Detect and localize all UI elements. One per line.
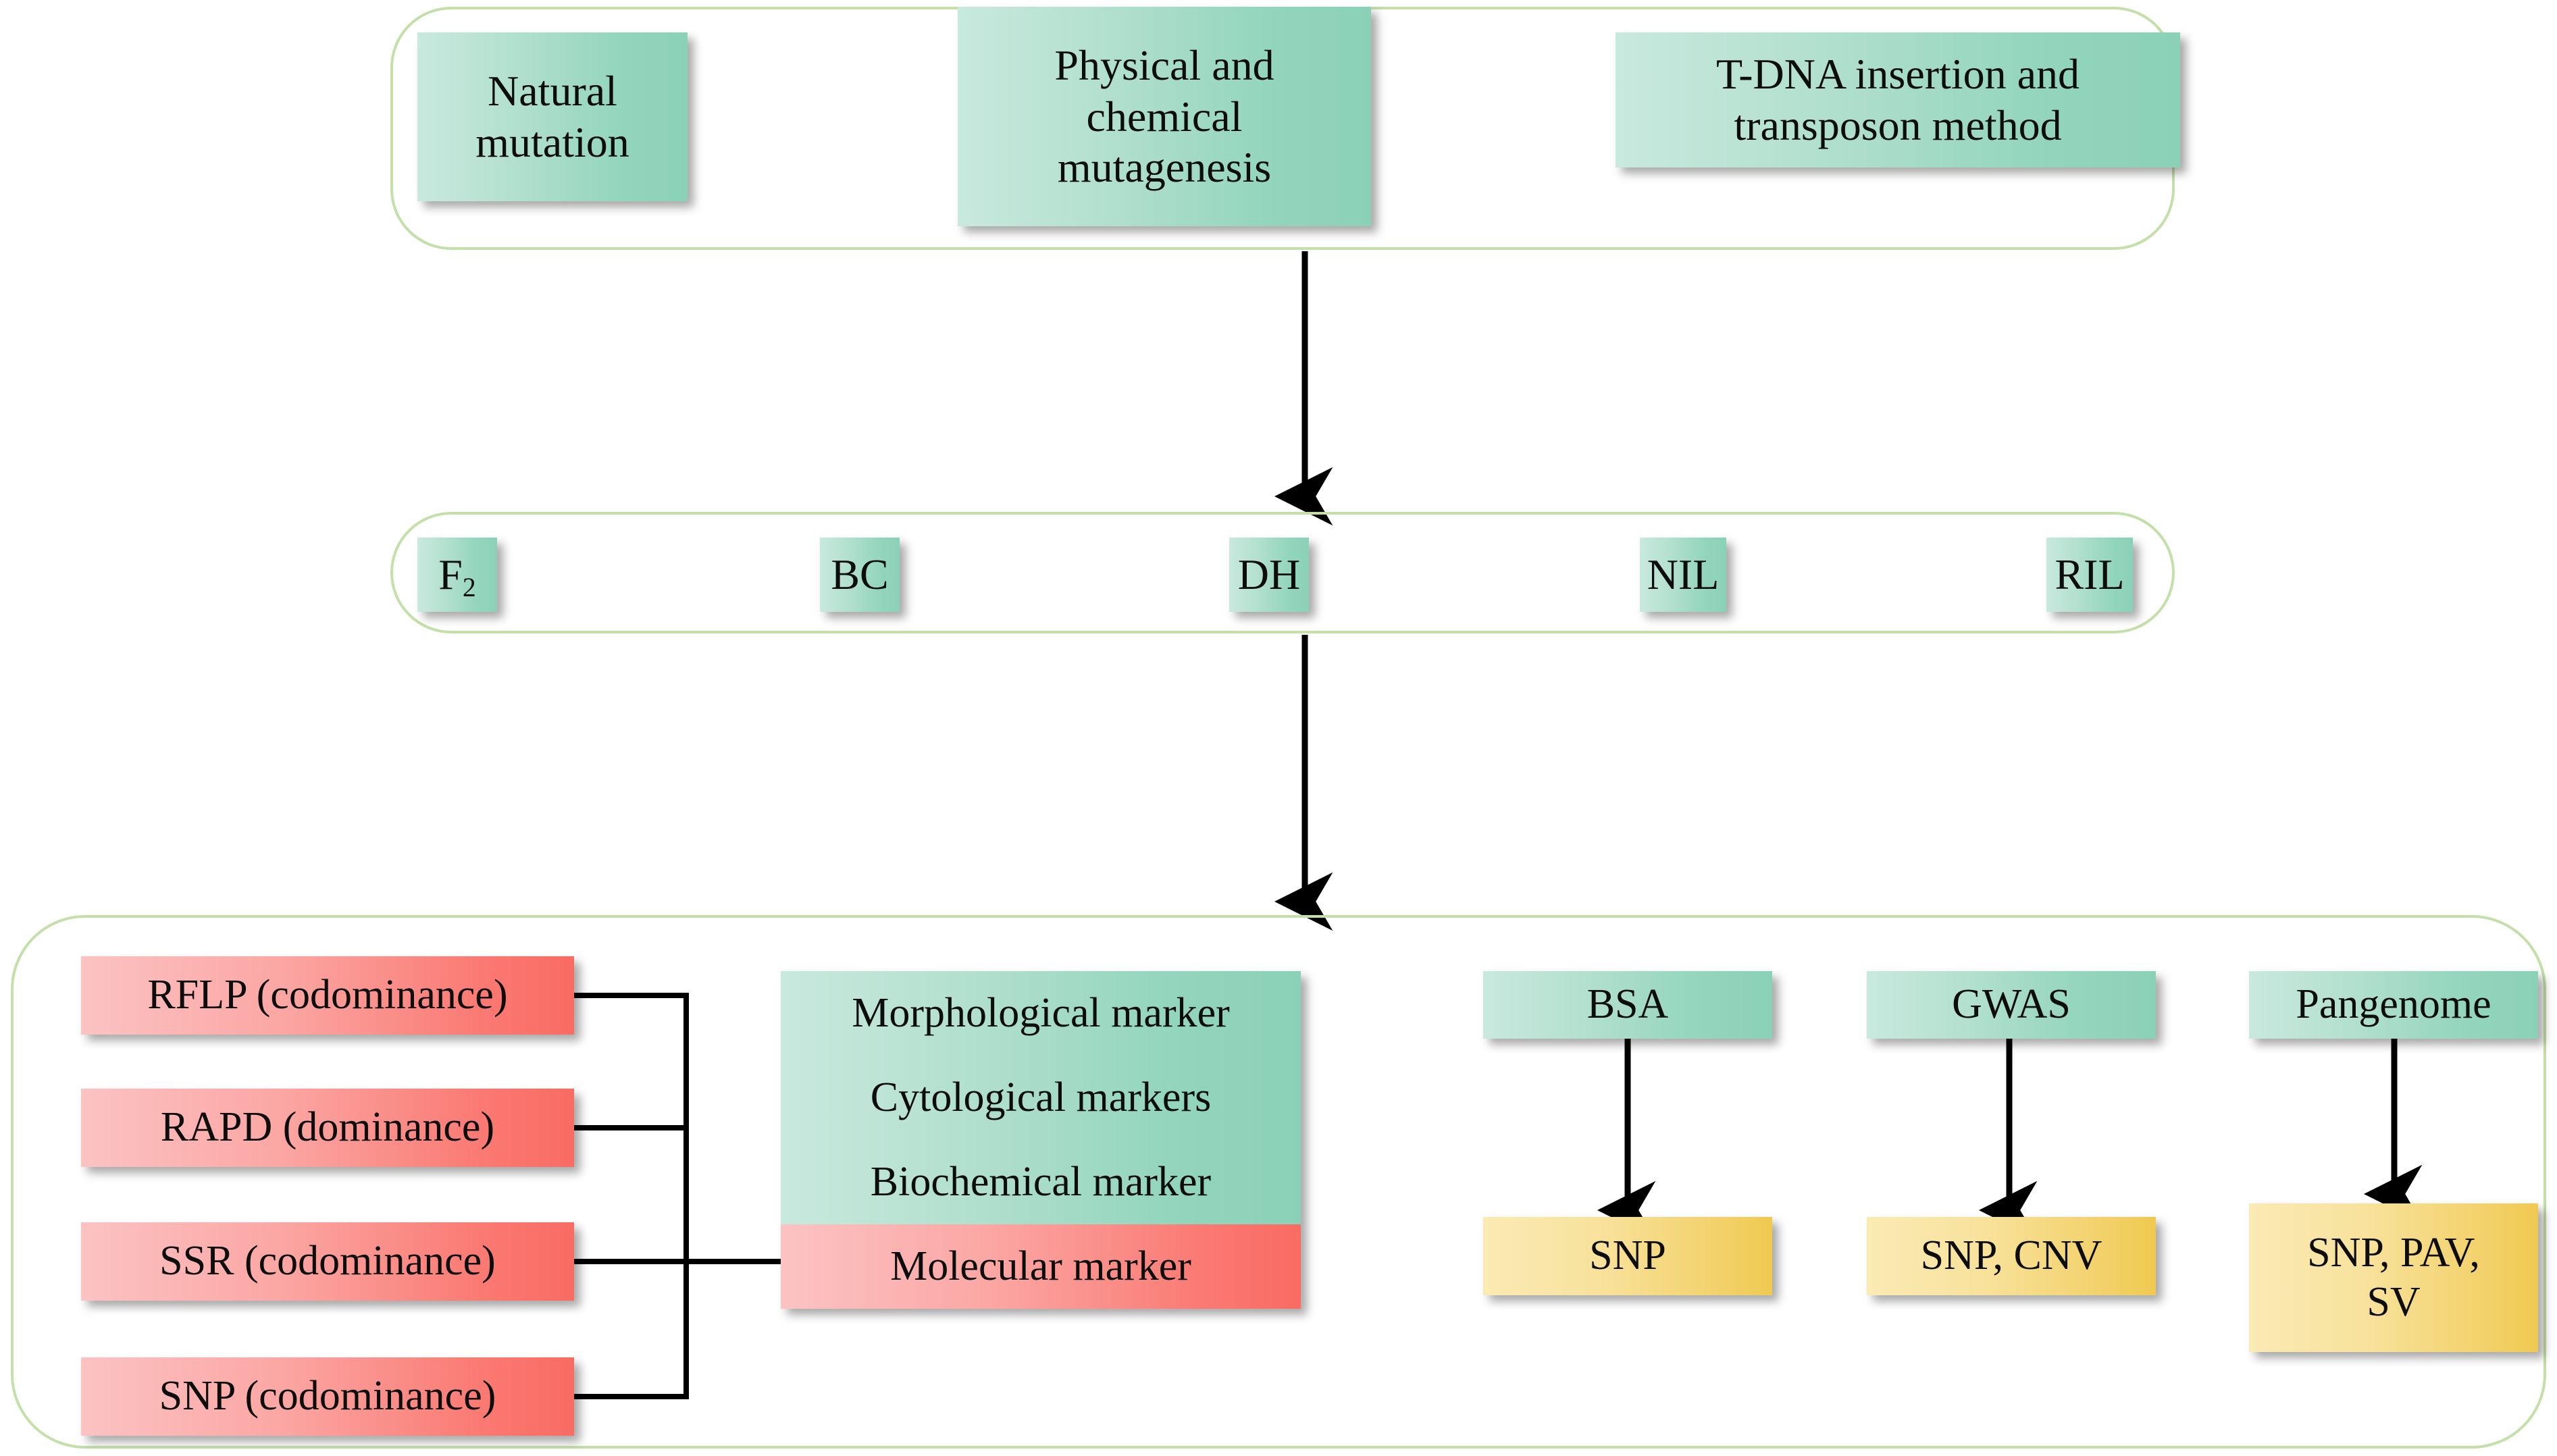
marker-category-molecular-label: Molecular marker: [890, 1243, 1191, 1289]
marker-snp-label: SNP (codominance): [159, 1373, 496, 1420]
method-bsa-label: BSA: [1586, 981, 1669, 1028]
population-ril-label: RIL: [2055, 550, 2125, 599]
node-population-bc[interactable]: BC: [820, 538, 900, 612]
tdna-transposon-line-1: T-DNA insertion and: [1715, 50, 2080, 99]
method-pangenome-label: Pangenome: [2296, 981, 2491, 1028]
marker-category-biochemical[interactable]: Biochemical marker: [781, 1140, 1301, 1224]
physical-chemical-line-1: Physical and: [1054, 41, 1274, 90]
natural-mutation-line-2: mutation: [475, 118, 629, 166]
node-output-bsa-snp[interactable]: SNP: [1483, 1217, 1772, 1295]
output-pangenome-line-1: SNP, PAV,: [2307, 1229, 2480, 1276]
marker-ssr-label: SSR (codominance): [159, 1238, 496, 1284]
marker-rflp-label: RFLP (codominance): [147, 972, 508, 1018]
output-pangenome-line-2: SV: [2367, 1279, 2421, 1325]
marker-group-frame: [11, 915, 2546, 1449]
population-bc-label: BC: [831, 550, 889, 599]
mapping-population-group-frame: [390, 512, 2175, 633]
marker-category-cytological-label: Cytological markers: [870, 1074, 1212, 1120]
population-dh-label: DH: [1237, 550, 1301, 599]
node-marker-rflp[interactable]: RFLP (codominance): [81, 956, 574, 1035]
population-f2-label: F2: [438, 550, 476, 603]
node-method-gwas[interactable]: GWAS: [1867, 971, 2156, 1039]
node-population-f2[interactable]: F2: [417, 538, 497, 612]
node-marker-ssr[interactable]: SSR (codominance): [81, 1222, 574, 1301]
node-population-ril[interactable]: RIL: [2046, 538, 2133, 612]
physical-chemical-line-3: mutagenesis: [1057, 143, 1272, 192]
natural-mutation-line-1: Natural: [488, 67, 617, 115]
marker-category-biochemical-label: Biochemical marker: [870, 1159, 1212, 1205]
marker-category-molecular[interactable]: Molecular marker: [781, 1224, 1301, 1309]
marker-category-morphological-label: Morphological marker: [852, 990, 1230, 1036]
node-method-pangenome[interactable]: Pangenome: [2249, 971, 2538, 1039]
marker-category-cytological[interactable]: Cytological markers: [781, 1056, 1301, 1140]
node-physical-chemical-mutagenesis[interactable]: Physical and chemical mutagenesis: [958, 7, 1371, 226]
node-population-nil[interactable]: NIL: [1640, 538, 1726, 612]
marker-category-morphological[interactable]: Morphological marker: [781, 971, 1301, 1056]
node-marker-category-stack[interactable]: Morphological marker Cytological markers…: [781, 971, 1301, 1309]
node-population-dh[interactable]: DH: [1229, 538, 1309, 612]
node-output-pangenome-snp-pav-sv[interactable]: SNP, PAV, SV: [2249, 1203, 2538, 1352]
method-gwas-label: GWAS: [1952, 981, 2071, 1028]
population-f2-subscript: 2: [462, 573, 476, 603]
node-marker-rapd[interactable]: RAPD (dominance): [81, 1089, 574, 1167]
node-tdna-transposon[interactable]: T-DNA insertion and transposon method: [1616, 32, 2180, 167]
marker-rapd-label: RAPD (dominance): [160, 1104, 495, 1151]
output-bsa-line-1: SNP: [1589, 1232, 1666, 1279]
node-marker-snp[interactable]: SNP (codominance): [81, 1357, 574, 1436]
tdna-transposon-line-2: transposon method: [1734, 101, 2062, 149]
physical-chemical-line-2: chemical: [1086, 92, 1243, 140]
node-method-bsa[interactable]: BSA: [1483, 971, 1772, 1039]
node-natural-mutation[interactable]: Natural mutation: [417, 32, 688, 201]
population-nil-label: NIL: [1647, 550, 1720, 599]
output-gwas-line-1: SNP, CNV: [1920, 1232, 2102, 1279]
node-output-gwas-snp-cnv[interactable]: SNP, CNV: [1867, 1217, 2156, 1295]
